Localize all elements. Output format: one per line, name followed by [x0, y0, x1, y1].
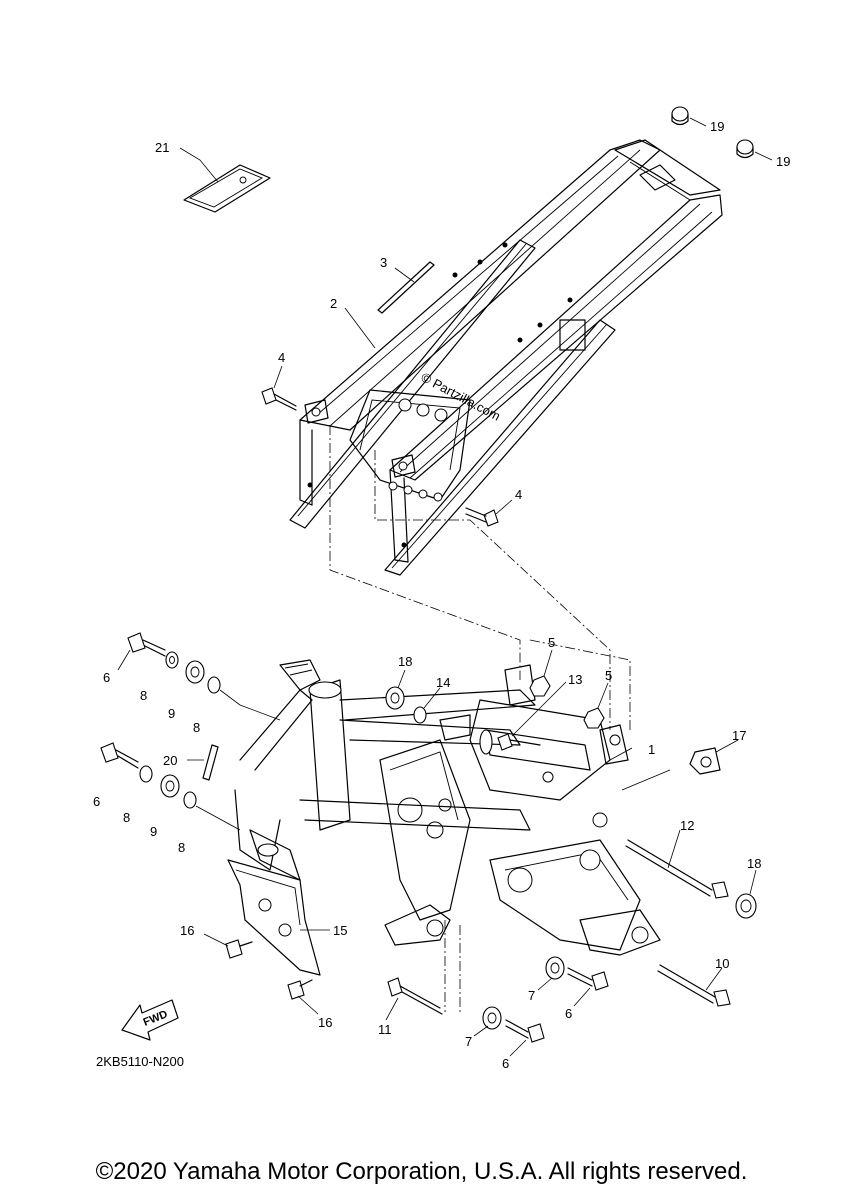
callout-6-c: 6 — [565, 1006, 572, 1021]
part-8-collar-upper-b — [207, 676, 221, 694]
part-1-main-frame — [234, 659, 661, 956]
copyright-footer: ©2020 Yamaha Motor Corporation, U.S.A. A… — [95, 1158, 748, 1185]
part-3-strip — [377, 261, 435, 314]
callout-8-b: 8 — [193, 720, 200, 735]
callout-2: 2 — [330, 296, 337, 311]
callout-14: 14 — [436, 675, 450, 690]
part-6-bolt-right — [567, 967, 609, 991]
part-16-bolt-b — [287, 979, 313, 1000]
callout-19-a: 19 — [710, 119, 724, 134]
callout-21: 21 — [155, 140, 169, 155]
part-9-bushing-upper — [185, 660, 205, 684]
part-19-cap-2 — [736, 139, 754, 159]
part-9-bushing-lower — [160, 774, 180, 798]
callout-20: 20 — [163, 753, 177, 768]
callout-4-a: 4 — [278, 350, 285, 365]
diagram-code: 2KB5110-N200 — [96, 1054, 184, 1069]
part-10-bolt — [657, 964, 731, 1007]
callout-7-a: 7 — [528, 988, 535, 1003]
callout-6-a: 6 — [103, 670, 110, 685]
callout-3: 3 — [380, 255, 387, 270]
part-6-bolt-lower — [100, 742, 139, 769]
part-19-cap-1 — [671, 106, 689, 126]
callout-16-b: 16 — [318, 1015, 332, 1030]
callout-4-b: 4 — [515, 487, 522, 502]
callout-8-c: 8 — [123, 810, 130, 825]
part-4-bolt-b — [465, 507, 499, 527]
fwd-arrow-icon: FWD — [121, 999, 179, 1041]
callout-8-d: 8 — [178, 840, 185, 855]
callout-11: 11 — [378, 1022, 392, 1037]
part-2-rear-frame — [289, 139, 723, 576]
part-5-nut-a — [529, 675, 551, 697]
part-6-bolt-bottom — [505, 1019, 545, 1043]
part-20-strip — [202, 744, 219, 781]
callout-19-b: 19 — [776, 154, 790, 169]
part-11-bolt — [387, 977, 443, 1015]
callout-7-b: 7 — [465, 1034, 472, 1049]
part-17-clip — [689, 747, 721, 775]
part-18-bushing-upper — [385, 686, 405, 710]
callout-12: 12 — [680, 818, 694, 833]
callout-17: 17 — [732, 728, 746, 743]
part-21-label — [183, 164, 271, 213]
callout-6-b: 6 — [93, 794, 100, 809]
callout-15: 15 — [333, 923, 347, 938]
part-18-bushing-lower — [735, 893, 757, 919]
part-14-collar — [413, 706, 427, 724]
callout-1: 1 — [648, 742, 655, 757]
callout-10: 10 — [715, 956, 729, 971]
callout-5-a: 5 — [548, 635, 555, 650]
callout-18-b: 18 — [747, 856, 761, 871]
part-15-guard-plate — [227, 859, 321, 976]
part-16-bolt-a — [225, 939, 253, 959]
part-12-long-bolt — [625, 839, 729, 899]
callout-8-a: 8 — [140, 688, 147, 703]
part-8-collar-lower-a — [139, 765, 153, 783]
part-4-bolt-a — [261, 387, 297, 411]
part-7-collar-right — [545, 956, 565, 980]
callout-13: 13 — [568, 672, 582, 687]
callout-9-a: 9 — [168, 706, 175, 721]
callout-6-d: 6 — [502, 1056, 509, 1071]
callout-18-a: 18 — [398, 654, 412, 669]
part-6-bolt-upper — [127, 632, 166, 657]
callout-5-b: 5 — [605, 668, 612, 683]
callout-9-b: 9 — [150, 824, 157, 839]
part-13-bolt — [497, 733, 541, 751]
part-8-collar-lower-b — [183, 791, 197, 809]
callout-16-a: 16 — [180, 923, 194, 938]
part-7-collar-bottom — [482, 1006, 502, 1030]
part-8-collar-upper-a — [165, 651, 179, 669]
